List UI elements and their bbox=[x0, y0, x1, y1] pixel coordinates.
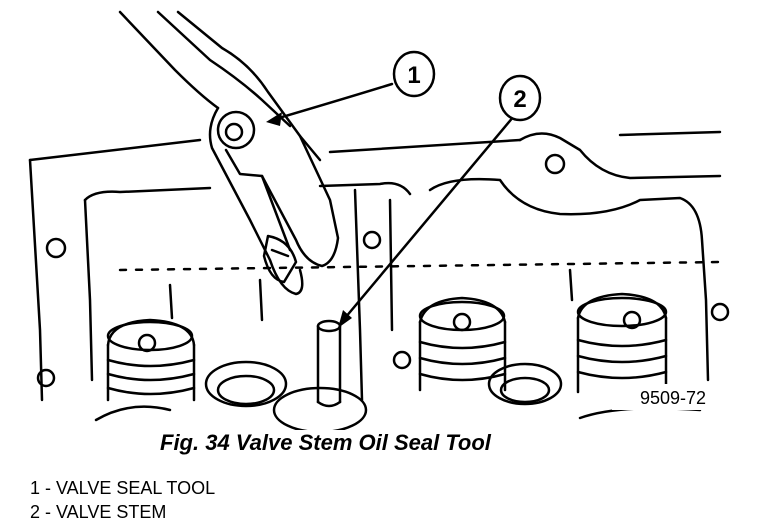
leader-line-1 bbox=[270, 82, 394, 122]
leader-lines bbox=[270, 82, 516, 320]
legend: 1 - VALVE SEAL TOOL 2 - VALVE STEM bbox=[30, 476, 215, 524]
valve-spring-left bbox=[106, 318, 196, 402]
valve-pockets bbox=[94, 360, 702, 430]
arrowhead-1 bbox=[266, 112, 282, 126]
leader-line-2 bbox=[343, 114, 516, 320]
callout-1-number: 1 bbox=[407, 62, 420, 89]
valve-spring-right bbox=[576, 292, 668, 394]
callout-1: 1 bbox=[392, 50, 436, 98]
cylinder-head-outline bbox=[28, 130, 722, 402]
callout-2-number: 2 bbox=[513, 86, 526, 113]
figure-caption: Fig. 34 Valve Stem Oil Seal Tool bbox=[160, 430, 491, 455]
figure-code: 9509-72 bbox=[640, 388, 706, 408]
legend-item-1: 1 - VALVE SEAL TOOL bbox=[30, 478, 216, 498]
valve-stem bbox=[316, 319, 342, 408]
legend-item-2: 2 - VALVE STEM bbox=[30, 502, 167, 522]
valve-seal-tool bbox=[118, 10, 340, 296]
valve-seal-tool-illustration: 1 2 9509-72 bbox=[28, 10, 730, 430]
callout-2: 2 bbox=[498, 74, 542, 122]
bolt-holes bbox=[36, 153, 730, 388]
valve-spring-middle bbox=[418, 296, 507, 392]
arrowhead-2 bbox=[338, 310, 352, 328]
